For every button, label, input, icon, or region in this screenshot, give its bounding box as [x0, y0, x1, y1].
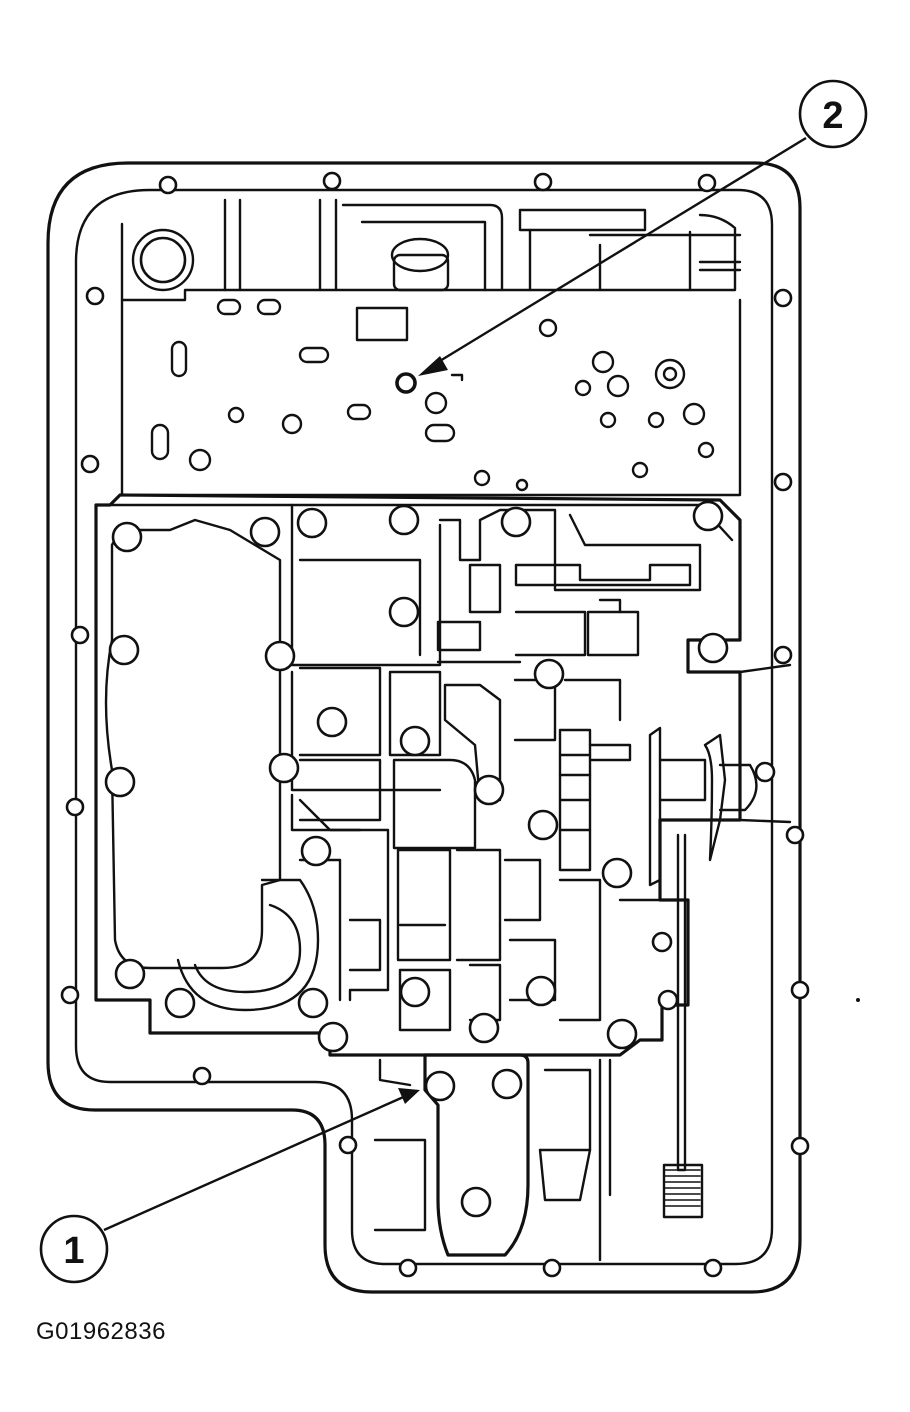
valve-body-bolts	[104, 500, 729, 1053]
case-inner-outline	[74, 188, 774, 1266]
callout-2: 2	[418, 79, 868, 376]
separator-plate	[120, 298, 742, 497]
figure-id: G01962836	[36, 1318, 166, 1345]
callout-1-label: 1	[63, 1230, 84, 1272]
mounting-bracket	[373, 1053, 612, 1262]
stray-mark	[856, 998, 860, 1002]
case-ribs	[120, 198, 742, 302]
callout-2-label: 2	[822, 95, 843, 137]
case-bolt-holes	[60, 171, 810, 1278]
case-flange-outline	[46, 161, 802, 1294]
orifice-hole	[395, 372, 417, 394]
callout-1: 1	[39, 1088, 420, 1284]
